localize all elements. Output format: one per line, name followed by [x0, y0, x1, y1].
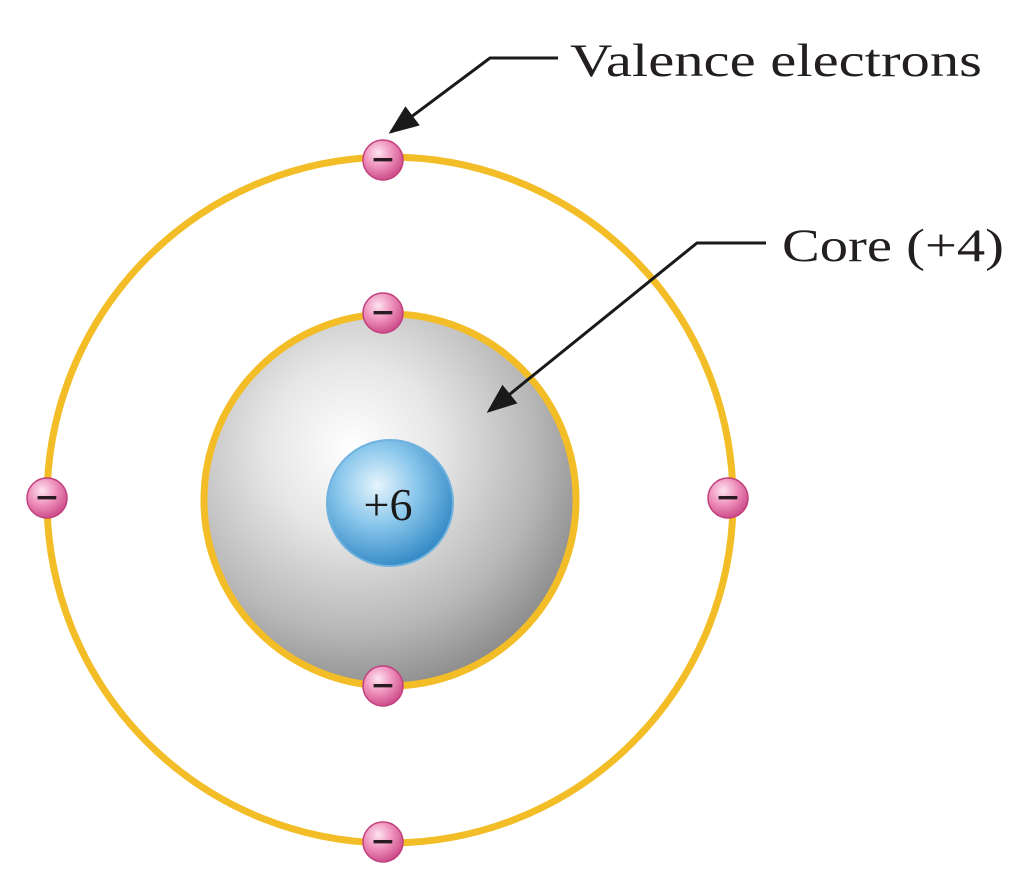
core-leader-arrow — [486, 241, 766, 413]
electron-symbol: − — [34, 480, 59, 515]
valence-leader-arrow — [388, 56, 558, 134]
electron-symbol: − — [715, 480, 740, 515]
electron-valence-left: − — [26, 477, 68, 519]
electron-symbol: − — [370, 142, 395, 177]
valence-electrons-label: Valence electrons — [570, 35, 982, 87]
electron-core-bottom: − — [362, 665, 404, 707]
electron-valence-top: − — [362, 139, 404, 181]
electrons: − − − − − − — [26, 139, 749, 863]
electron-symbol: − — [370, 668, 395, 703]
electron-valence-bottom: − — [362, 821, 404, 863]
nucleus — [326, 439, 454, 567]
electron-valence-right: − — [707, 477, 749, 519]
electron-symbol: − — [370, 824, 395, 859]
electron-symbol: − — [370, 295, 395, 330]
nucleus-charge-label: +6 — [364, 479, 413, 530]
electron-core-top: − — [362, 292, 404, 334]
core-label: Core (+4) — [782, 220, 1004, 272]
